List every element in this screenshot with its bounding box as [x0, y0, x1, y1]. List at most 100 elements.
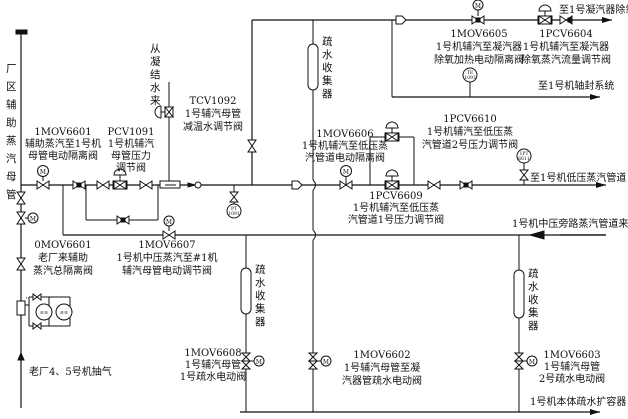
- vertical-char: 汽: [6, 152, 17, 165]
- pt-label: 1PT: [520, 151, 529, 157]
- vertical-char: 集: [322, 74, 333, 87]
- valve-description: 2号疏水电动阀: [539, 372, 605, 385]
- valve-lp-2[interactable]: [459, 180, 473, 190]
- pipe-crossover-1: [312, 179, 316, 191]
- valve-description: 1号机辅汽至低压蒸: [427, 125, 513, 138]
- valve-1pcv6610[interactable]: [384, 121, 400, 142]
- valve-1mov6603[interactable]: [513, 352, 527, 370]
- aux-steam-header-label: 厂区辅助蒸汽母管: [6, 63, 17, 201]
- valve-description: 老厂来辅助: [38, 251, 88, 264]
- motor-1mov6601: M: [37, 165, 49, 181]
- valve-description: 1号辅汽母管: [185, 358, 241, 371]
- valve-pcv-inlet[interactable]: [96, 180, 110, 190]
- valve-description: 母管电动隔离阀: [28, 149, 98, 162]
- valve-1pcv6609[interactable]: [384, 169, 400, 190]
- valve-tag: PCV1091: [107, 127, 154, 138]
- old-plant-extraction-assembly: ≡≡ ≡≡: [16, 293, 73, 330]
- valve-tag: 1PCV6609: [369, 191, 422, 202]
- vertical-char: 厂: [6, 63, 17, 75]
- motor-icon: M: [343, 169, 349, 176]
- motor-1mov6603: M: [526, 355, 538, 367]
- to-shaft-seal-label: 至1号机轴封系统: [538, 79, 614, 92]
- valve-description: 1号辅汽母管: [185, 107, 241, 120]
- old-plant-extraction-label: 老厂4、5号机抽气: [29, 365, 112, 378]
- check-valve-1[interactable]: [187, 181, 202, 189]
- valve-description: 1号机辅汽: [108, 137, 154, 150]
- drain-collectors: [240, 43, 525, 319]
- vertical-char: 区: [6, 81, 17, 93]
- header-end-cap: [15, 29, 28, 35]
- to-condenser-deaeration-label: 至1号凝汽器除氧: [559, 3, 628, 16]
- te-label: TE: [467, 70, 473, 76]
- check-valve-2[interactable]: [291, 180, 303, 190]
- motor-icon: M: [529, 359, 535, 366]
- motor-icon: M: [323, 359, 329, 366]
- valve-pt6611[interactable]: [518, 169, 530, 181]
- flow-meter-1: [35, 303, 53, 321]
- valve-description: 1号疏水电动阀: [180, 370, 246, 383]
- motor-icon: M: [30, 216, 36, 223]
- vertical-char: 收: [255, 289, 266, 302]
- valve-description: 1号机中压蒸汽至#1机: [116, 251, 217, 264]
- valve-tag: 0MOV6601: [34, 240, 91, 251]
- valve-1mov6605[interactable]: [471, 10, 485, 25]
- from-condensate-label: 从凝结水来: [150, 43, 161, 107]
- valve-1mov6602[interactable]: [307, 352, 321, 370]
- to-lp-steam-label: 至1号机低压蒸汽管道: [530, 171, 626, 184]
- valve-header-1[interactable]: [16, 191, 26, 205]
- vertical-char: 水: [322, 49, 333, 61]
- valve-bypass[interactable]: [116, 215, 130, 225]
- valve-tag: 1MOV6606: [316, 129, 373, 140]
- check-valve-3[interactable]: [395, 15, 407, 25]
- valve-riser[interactable]: [247, 139, 257, 153]
- valve-description: 除氧加热电动隔离阀: [434, 53, 524, 66]
- vertical-char: 母: [6, 171, 17, 183]
- valve-description: 蒸汽总隔离阀: [33, 264, 93, 277]
- valve-pcv1091[interactable]: [112, 168, 128, 190]
- drain-collector-top: [307, 43, 319, 91]
- valve-1mov6606[interactable]: [339, 177, 353, 190]
- ip-bypass-flow-arrow: [528, 230, 545, 240]
- flow-meter-2: [55, 303, 73, 321]
- valve-1pcv6604[interactable]: [537, 4, 553, 25]
- motor-1mov6608: M: [253, 355, 265, 367]
- valve-gate-1[interactable]: [72, 180, 86, 190]
- valve-1mov6601[interactable]: [36, 180, 50, 190]
- from-ip-bypass-label: 1号机中压旁路蒸汽管道来: [512, 217, 628, 230]
- vertical-char: 器: [322, 88, 333, 100]
- vertical-char: 水: [255, 277, 266, 289]
- vertical-char: 水: [150, 82, 161, 94]
- valve-1mov6607[interactable]: [162, 226, 176, 240]
- motor-icon: M: [40, 169, 46, 176]
- valve-tag: 1PCV6610: [443, 114, 496, 125]
- vertical-char: 疏: [322, 35, 333, 48]
- valve-condenser-out[interactable]: [559, 15, 573, 25]
- motor-1mov6606: M: [340, 165, 352, 177]
- vertical-char: 收: [528, 293, 539, 306]
- valve-1mov6608[interactable]: [240, 352, 254, 370]
- vertical-char: 从: [150, 43, 161, 55]
- valve-description: 汽管道电动隔离阀: [305, 151, 385, 164]
- valve-description: 辅助蒸汽至1号机: [25, 137, 101, 150]
- valve-0mov6601[interactable]: [16, 257, 26, 271]
- valve-description: 1号机辅汽至凝汽器: [523, 40, 609, 53]
- to-flash-tank-label: 1号机本体疏水扩容器: [530, 395, 626, 408]
- valve-tcv1092[interactable]: [154, 105, 175, 119]
- valve-tag: 1MOV6603: [543, 350, 600, 361]
- valve-pcv-outlet[interactable]: [139, 180, 153, 190]
- valve-header-2[interactable]: [16, 211, 28, 225]
- vertical-char: 蒸: [6, 135, 17, 147]
- vertical-char: 器: [528, 320, 539, 332]
- valve-lp-1[interactable]: [427, 180, 441, 190]
- pressure-transmitter-1091: PT 1091: [226, 191, 242, 219]
- vertical-char: 结: [150, 68, 161, 81]
- vertical-char: 助: [6, 116, 17, 129]
- valve-tag: 1MOV6602: [353, 350, 410, 361]
